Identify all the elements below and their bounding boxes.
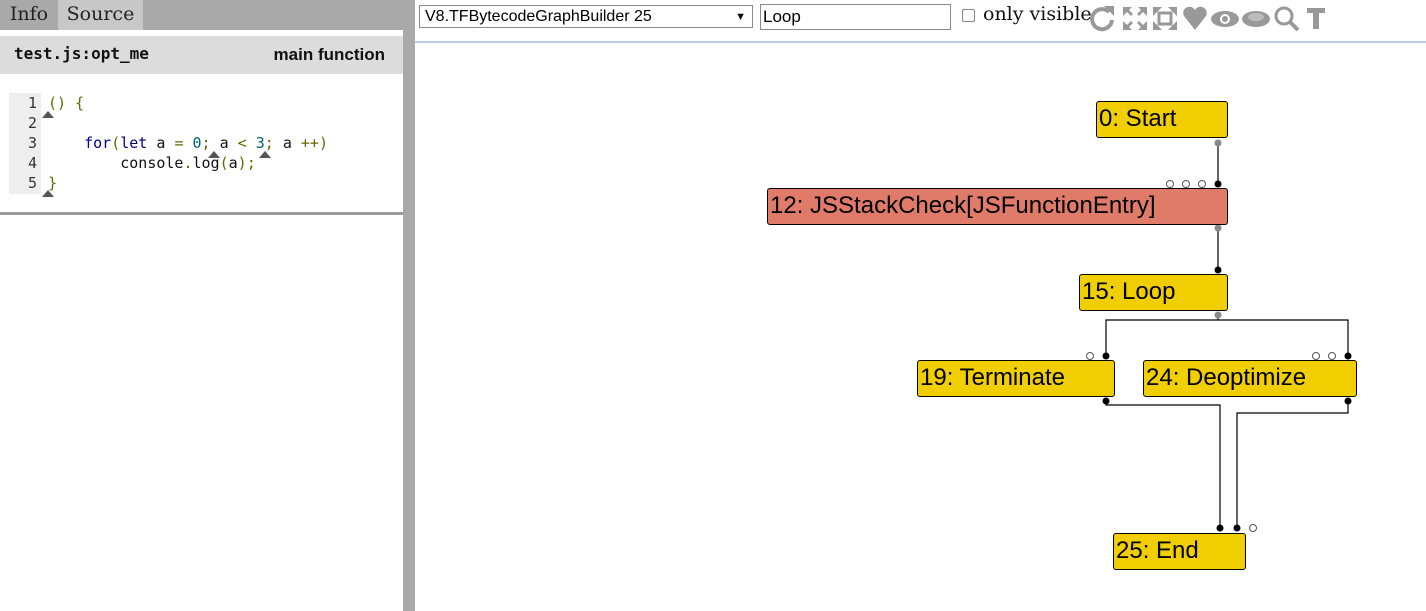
output-port[interactable] xyxy=(1214,224,1222,232)
graph-toolbar: V8.TFBytecodeGraphBuilder 25 ▼ only visi… xyxy=(415,0,1426,40)
phase-select[interactable]: V8.TFBytecodeGraphBuilder 25 ▼ xyxy=(419,5,753,28)
source-position-marker[interactable] xyxy=(42,190,54,197)
edge[interactable] xyxy=(1218,319,1349,356)
input-port[interactable] xyxy=(1328,352,1336,360)
line-gutter xyxy=(9,93,41,194)
refresh-icon[interactable] xyxy=(1087,2,1117,34)
graph-node[interactable]: 12: JSStackCheck[JSFunctionEntry] xyxy=(767,188,1228,225)
line-number: 3 xyxy=(27,134,37,152)
input-port[interactable] xyxy=(1102,352,1110,360)
source-function-kind: main function xyxy=(273,45,385,64)
edge[interactable] xyxy=(1105,400,1221,528)
source-line[interactable]: } xyxy=(48,174,58,192)
line-number: 2 xyxy=(27,114,37,132)
output-port[interactable] xyxy=(1102,397,1110,405)
input-port[interactable] xyxy=(1312,352,1320,360)
phase-select-value: V8.TFBytecodeGraphBuilder 25 xyxy=(425,8,652,25)
source-line[interactable]: console.log(a); xyxy=(120,154,256,172)
source-header: test.js:opt_me main function xyxy=(0,36,403,74)
line-number: 1 xyxy=(27,94,37,112)
only-visible-checkbox[interactable] xyxy=(962,9,975,22)
source-line[interactable]: () { xyxy=(48,94,85,112)
source-position-marker[interactable] xyxy=(42,111,54,118)
input-port[interactable] xyxy=(1198,180,1206,188)
source-panel: Info Source test.js:opt_me main function… xyxy=(0,0,403,611)
input-port[interactable] xyxy=(1166,180,1174,188)
input-port[interactable] xyxy=(1216,524,1224,532)
source-position-marker[interactable] xyxy=(208,151,220,158)
source-function-name: test.js:opt_me xyxy=(14,44,149,63)
input-port[interactable] xyxy=(1214,180,1222,188)
fit-to-view-icon[interactable] xyxy=(1120,2,1150,34)
graph-node[interactable]: 25: End xyxy=(1113,533,1246,570)
input-port[interactable] xyxy=(1086,352,1094,360)
show-all-icon[interactable] xyxy=(1150,2,1180,34)
graph-node[interactable]: 24: Deoptimize xyxy=(1143,360,1357,397)
graph-node[interactable]: 0: Start xyxy=(1096,101,1228,138)
edge[interactable] xyxy=(1236,400,1349,528)
output-port[interactable] xyxy=(1214,139,1222,147)
toolbar-separator xyxy=(415,41,1426,43)
tab-bar: Info Source xyxy=(0,0,403,30)
output-port[interactable] xyxy=(1344,397,1352,405)
line-number: 4 xyxy=(27,154,37,172)
only-visible-label: only visible xyxy=(983,3,1092,25)
tab-info[interactable]: Info xyxy=(9,3,49,25)
input-port[interactable] xyxy=(1182,180,1190,188)
search-input[interactable] xyxy=(760,4,951,30)
resizer[interactable] xyxy=(403,0,415,611)
graph-node[interactable]: 19: Terminate xyxy=(917,360,1115,397)
search-icon[interactable] xyxy=(1272,2,1302,34)
input-port[interactable] xyxy=(1249,524,1257,532)
text-toggle-icon[interactable] xyxy=(1303,2,1333,34)
pane-divider xyxy=(0,212,403,215)
output-port[interactable] xyxy=(1214,311,1222,319)
graph-edges xyxy=(1086,139,1352,532)
input-port[interactable] xyxy=(1233,524,1241,532)
input-port[interactable] xyxy=(1344,352,1352,360)
chevron-down-icon: ▼ xyxy=(735,11,746,23)
heart-icon[interactable] xyxy=(1180,2,1210,34)
source-position-marker[interactable] xyxy=(259,151,271,158)
edge[interactable] xyxy=(1105,315,1219,356)
input-port[interactable] xyxy=(1214,266,1222,274)
line-number: 5 xyxy=(27,174,37,192)
eye-icon[interactable] xyxy=(1210,2,1240,34)
graph-view[interactable]: 0: Start 12: JSStackCheck[JSFunctionEntr… xyxy=(415,43,1426,611)
tab-source[interactable]: Source xyxy=(58,0,143,30)
eye-closed-icon[interactable] xyxy=(1241,2,1271,34)
graph-node[interactable]: 15: Loop xyxy=(1079,274,1228,311)
source-line[interactable]: for(let a = 0; a < 3; a ++) xyxy=(84,134,328,152)
